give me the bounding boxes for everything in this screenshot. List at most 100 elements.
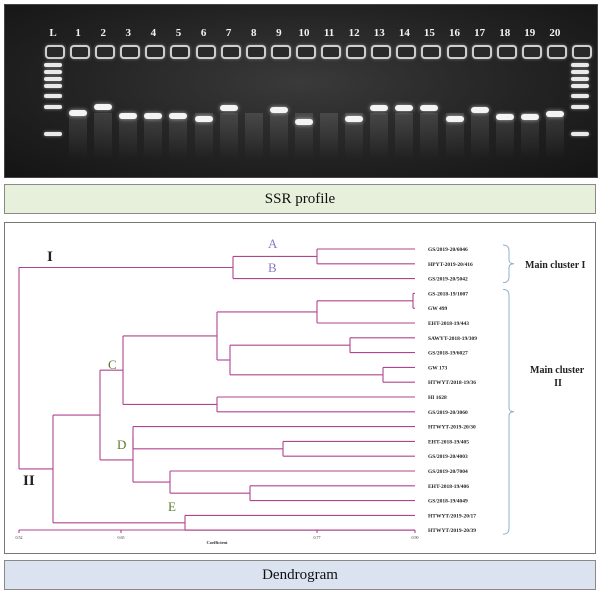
gel-lane-label: 12	[348, 27, 360, 39]
gel-lane-label: 13	[373, 27, 385, 39]
gel-well	[346, 45, 367, 59]
dendrogram-caption: Dendrogram	[4, 560, 596, 590]
gel-well	[145, 45, 166, 59]
ssr-profile-caption: SSR profile	[4, 184, 596, 214]
leaf-label: EHT-2018-19/443	[428, 321, 469, 327]
gel-background	[5, 5, 597, 177]
dendrogram-svg: GS/2019-20/6046HPYT-2019-20/416GS/2019-2…	[16, 236, 586, 545]
main-cluster-ii-number: II	[554, 378, 562, 389]
gel-well	[70, 45, 91, 59]
gel-well	[270, 45, 291, 59]
ladder-band	[44, 104, 62, 109]
leaf-label: GS/2019-20/3060	[428, 410, 468, 416]
ladder-band	[44, 63, 62, 68]
gel-well	[295, 45, 316, 59]
leaf-label: HTWYT-2019-20/30	[428, 425, 476, 431]
gel-well	[572, 45, 592, 59]
ssr-profile-caption-text: SSR profile	[264, 190, 336, 207]
lane-smear	[545, 113, 564, 159]
gel-lane-label: 17	[474, 27, 486, 39]
lane-smear	[144, 113, 163, 159]
cluster-letter-d: D	[117, 437, 126, 452]
dna-band	[94, 103, 113, 110]
axis-tick-label: 0.52	[16, 535, 23, 540]
gel-well	[546, 45, 567, 59]
dna-band	[119, 112, 138, 119]
lane-smear	[194, 113, 213, 159]
leaf-label: HPYT-2019-20/416	[428, 262, 473, 268]
gel-well	[195, 45, 216, 59]
ladder-band	[571, 84, 589, 89]
lane-smear	[470, 113, 489, 159]
dendrogram-caption-text: Dendrogram	[262, 566, 338, 583]
leaf-label: EHT-2018-19/406	[428, 484, 469, 490]
dna-band	[219, 105, 238, 112]
gel-lane-label: 16	[449, 27, 461, 39]
gel-well	[446, 45, 467, 59]
ladder-band	[571, 77, 589, 82]
main-cluster-ii-label: Main cluster	[530, 365, 585, 376]
lane-smear	[219, 113, 238, 159]
gel-lane-label: 6	[200, 27, 207, 39]
gel-lane-label: 4	[150, 27, 157, 39]
lane-smear	[69, 113, 88, 159]
leaf-label: HTWYT/2019-20/39	[428, 528, 476, 534]
gel-well	[120, 45, 141, 59]
leaf-label: EHT-2018-19/405	[428, 439, 469, 445]
ladder-band	[571, 94, 589, 99]
dna-band	[420, 105, 439, 112]
dna-band	[445, 115, 464, 122]
lane-smear	[94, 113, 113, 159]
lane-smear	[495, 113, 514, 159]
dna-band	[194, 115, 213, 122]
lane-smear	[370, 113, 389, 159]
cluster-letter-b: B	[268, 260, 277, 275]
gel-well	[220, 45, 241, 59]
ladder-band	[44, 94, 62, 99]
gel-lane-label: 9	[276, 27, 282, 39]
leaf-label: GS/2018-19/4049	[428, 499, 468, 505]
ladder-band	[44, 132, 62, 137]
gel-lane-label: 18	[499, 27, 511, 39]
ladder-band	[571, 132, 589, 137]
axis-tick-label: 0.77	[314, 535, 321, 540]
dna-band	[269, 106, 288, 113]
gel-lane-label: 14	[398, 27, 410, 39]
gel-lane-label: 1	[75, 27, 81, 39]
cluster-letter-e: E	[168, 499, 176, 514]
gel-lane-label: 15	[423, 27, 435, 39]
dna-band	[495, 114, 514, 121]
gel-well	[371, 45, 392, 59]
dna-band	[370, 105, 389, 112]
gel-lane-label: 19	[524, 27, 536, 39]
ladder-band	[44, 77, 62, 82]
lane-smear	[520, 113, 539, 159]
main-cluster-i-label: Main cluster I	[525, 260, 585, 271]
ladder-band	[571, 104, 589, 109]
gel-lane-label: 7	[225, 27, 232, 39]
leaf-label: GS/2019-20/5042	[428, 277, 468, 283]
leaf-label: GS/2018-19/6027	[428, 351, 468, 357]
gel-lane-label: 20	[549, 27, 561, 39]
gel-lane-label: 5	[175, 27, 182, 39]
lane-smear	[445, 113, 464, 159]
dna-band	[395, 105, 414, 112]
lane-smear	[395, 113, 414, 159]
lane-smear	[244, 113, 263, 159]
main-cluster-i-bracket	[502, 244, 515, 284]
dna-band	[294, 118, 313, 125]
dna-band	[470, 106, 489, 113]
gel-well	[396, 45, 417, 59]
gel-lane-label: L	[49, 27, 57, 39]
gel-well	[321, 45, 342, 59]
dna-band	[345, 115, 364, 122]
dna-band	[520, 114, 539, 121]
leaf-label: GW 173	[428, 365, 448, 371]
dna-band	[545, 111, 564, 118]
gel-well	[521, 45, 542, 59]
gel-well	[95, 45, 116, 59]
ladder-band	[44, 84, 62, 89]
gel-well	[245, 45, 266, 59]
axis-title: Coefficient	[207, 540, 228, 545]
